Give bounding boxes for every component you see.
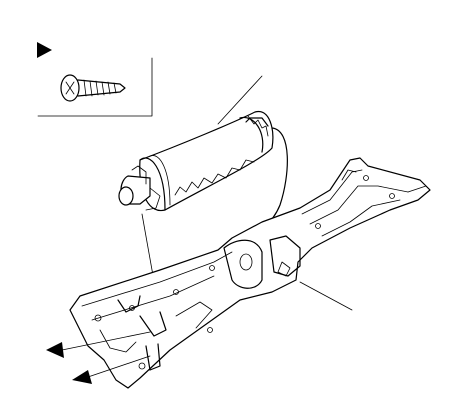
bolt-callout-2	[72, 355, 151, 384]
bolt-marker-2-triangle	[72, 370, 92, 384]
leader-line-cylinder	[217, 75, 263, 125]
leader-line-bracket	[299, 281, 353, 311]
cylinder-component	[118, 111, 288, 241]
fastener-legend	[37, 42, 153, 117]
bolt-callout-1	[46, 331, 151, 358]
legend-marker-triangle	[37, 42, 52, 58]
legend-frame	[37, 57, 153, 117]
mounting-bracket	[69, 157, 431, 389]
bolt-marker-1-triangle	[46, 342, 64, 358]
screw-icon	[60, 74, 126, 102]
